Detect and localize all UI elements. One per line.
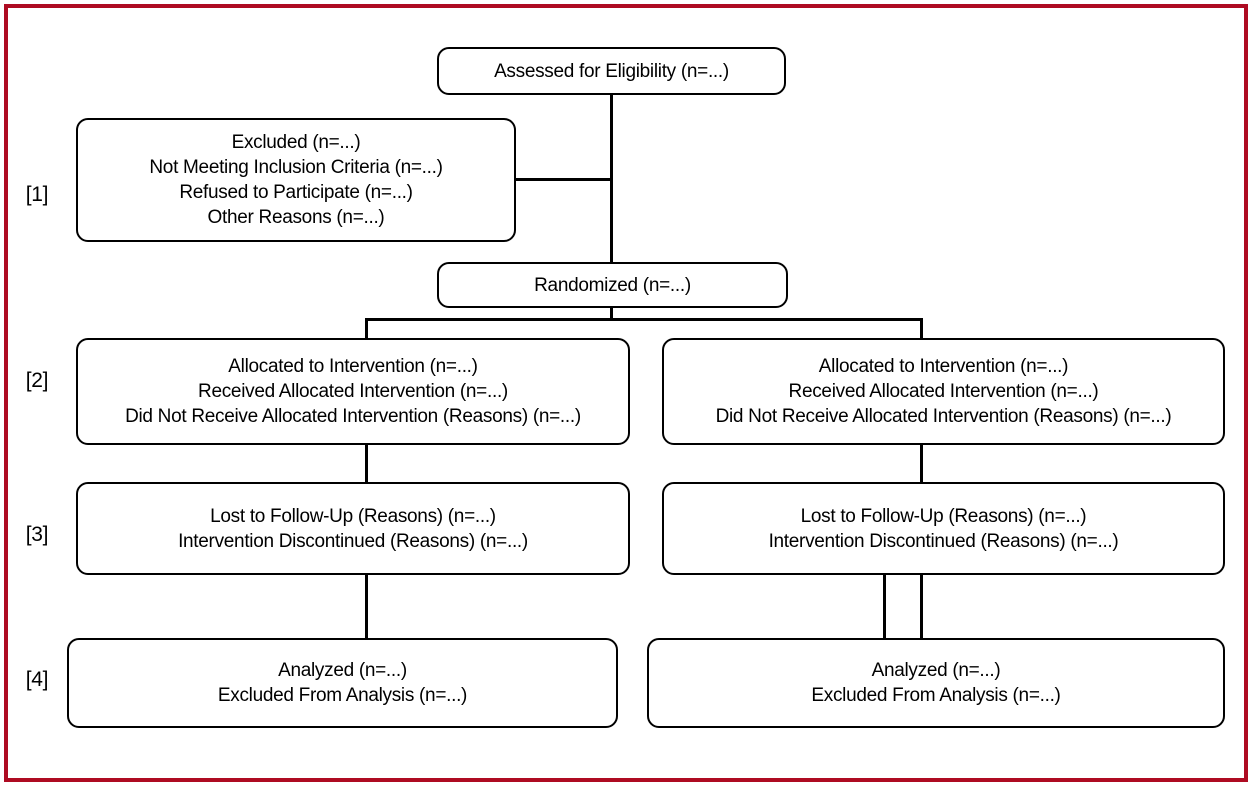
box-text-line: Assessed for Eligibility (n=...) bbox=[494, 60, 729, 82]
row-label-2: [2] bbox=[25, 369, 49, 392]
connector-randomized-stub bbox=[610, 308, 613, 321]
box-followup-left: Lost to Follow-Up (Reasons) (n=...) Inte… bbox=[76, 482, 630, 575]
box-randomized: Randomized (n=...) bbox=[437, 262, 788, 308]
box-text-line: Analyzed (n=...) bbox=[871, 660, 1001, 681]
connector-followup-to-analysis-right-b bbox=[920, 575, 923, 638]
box-text-line: Received Allocated Intervention (n=...) bbox=[788, 381, 1099, 402]
connector-excluded-branch bbox=[516, 178, 612, 181]
connector-split-drop-left bbox=[365, 318, 368, 338]
connector-followup-to-analysis-left bbox=[365, 575, 368, 638]
box-assessed-eligibility: Assessed for Eligibility (n=...) bbox=[437, 47, 786, 95]
box-text-line: Allocated to Intervention (n=...) bbox=[818, 356, 1069, 377]
box-text-line: Lost to Follow-Up (Reasons) (n=...) bbox=[800, 505, 1087, 527]
box-allocation-right: Allocated to Intervention (n=...) Receiv… bbox=[662, 338, 1225, 445]
row-label-1: [1] bbox=[25, 183, 49, 206]
box-excluded: Excluded (n=...) Not Meeting Inclusion C… bbox=[76, 118, 516, 242]
row-label-3: [3] bbox=[25, 523, 49, 546]
box-allocation-left: Allocated to Intervention (n=...) Receiv… bbox=[76, 338, 630, 445]
box-text-line: Intervention Discontinued (Reasons) (n=.… bbox=[768, 530, 1119, 552]
box-text-line: Randomized (n=...) bbox=[534, 274, 691, 296]
box-text-line: Excluded (n=...) bbox=[231, 132, 361, 153]
box-text-line: Excluded From Analysis (n=...) bbox=[217, 685, 468, 706]
box-text-line: Did Not Receive Allocated Intervention (… bbox=[125, 406, 581, 427]
box-followup-right: Lost to Follow-Up (Reasons) (n=...) Inte… bbox=[662, 482, 1225, 575]
box-text-line: Received Allocated Intervention (n=...) bbox=[198, 381, 508, 402]
box-analysis-left: Analyzed (n=...) Excluded From Analysis … bbox=[67, 638, 618, 728]
box-analysis-right: Analyzed (n=...) Excluded From Analysis … bbox=[647, 638, 1225, 728]
box-text-line: Excluded From Analysis (n=...) bbox=[811, 685, 1061, 706]
connector-split-horizontal bbox=[365, 318, 923, 321]
box-text-line: Analyzed (n=...) bbox=[278, 660, 407, 681]
row-label-4: [4] bbox=[25, 668, 49, 691]
box-text-line: Not Meeting Inclusion Criteria (n=...) bbox=[149, 157, 443, 178]
box-text-line: Intervention Discontinued (Reasons) (n=.… bbox=[178, 530, 528, 552]
box-text-line: Allocated to Intervention (n=...) bbox=[228, 356, 478, 377]
box-text-line: Other Reasons (n=...) bbox=[207, 207, 385, 228]
connector-allocation-to-followup-left bbox=[365, 445, 368, 482]
box-text-line: Lost to Follow-Up (Reasons) (n=...) bbox=[210, 505, 496, 527]
connector-split-drop-right bbox=[920, 318, 923, 338]
box-text-line: Did Not Receive Allocated Intervention (… bbox=[715, 406, 1172, 427]
connector-followup-to-analysis-right-a bbox=[883, 575, 886, 638]
box-text-line: Refused to Participate (n=...) bbox=[179, 182, 413, 203]
connector-allocation-to-followup-right bbox=[920, 445, 923, 482]
